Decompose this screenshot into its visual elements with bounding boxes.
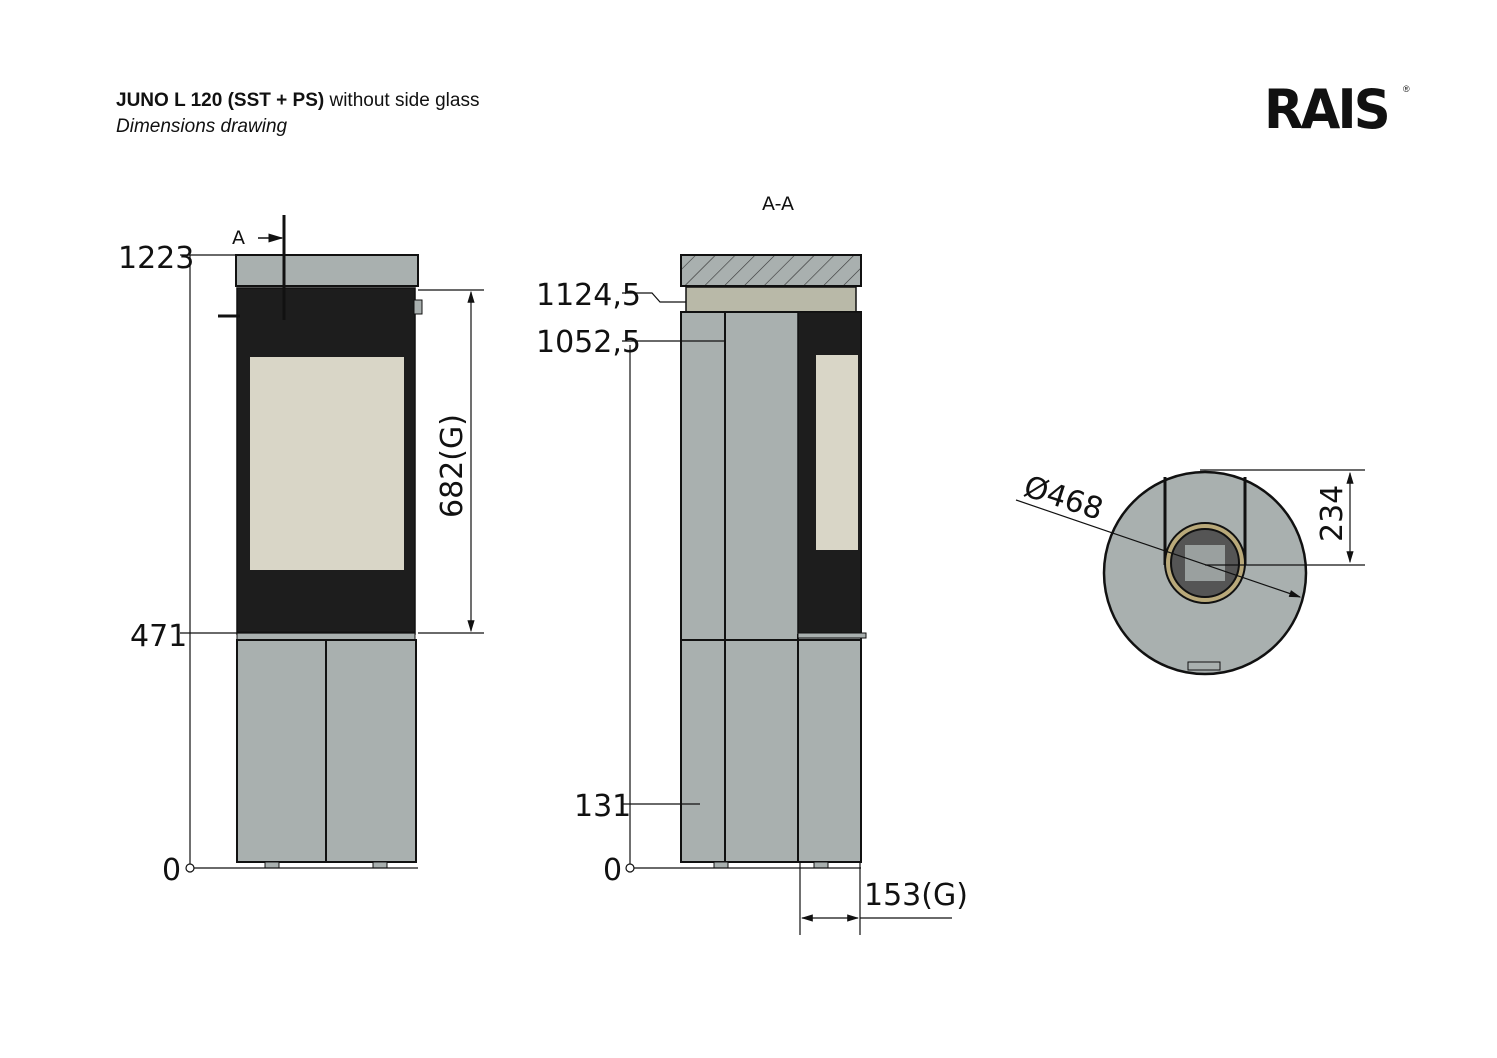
dim-131: 131 (574, 789, 631, 824)
rais-logo: RAIS (1264, 78, 1391, 141)
section-flue-collar (685, 286, 857, 313)
drawing-subtitle: Dimensions drawing (116, 116, 288, 137)
dim-1223: 1223 (118, 241, 194, 276)
dim-471: 471 (130, 619, 187, 654)
dim-0-front: 0 (162, 853, 181, 888)
model-name: JUNO L 120 (SST + PS) (116, 90, 325, 111)
dim-1052-5: 1052,5 (536, 325, 641, 360)
front-view (180, 215, 484, 873)
door-handle (413, 299, 423, 315)
registered-mark: ® (1403, 84, 1410, 94)
model-variant: without side glass (329, 90, 480, 111)
dim-153g: 153(G) (864, 878, 968, 913)
dim-0-section: 0 (603, 853, 622, 888)
front-top-cap (235, 254, 419, 287)
section-view (622, 254, 952, 935)
dim-diameter-468: Ø468 (1020, 469, 1108, 527)
drawing-title: JUNO L 120 (SST + PS) without side glass (116, 90, 479, 112)
section-marker-label: A (232, 227, 245, 249)
dim-234: 234 (1315, 485, 1350, 542)
dim-682g: 682(G) (435, 414, 470, 518)
section-title: A-A (762, 193, 794, 215)
top-view (1015, 469, 1365, 676)
front-glass (250, 357, 404, 570)
section-top-cap (680, 254, 862, 287)
dim-1124-5: 1124,5 (536, 278, 641, 313)
